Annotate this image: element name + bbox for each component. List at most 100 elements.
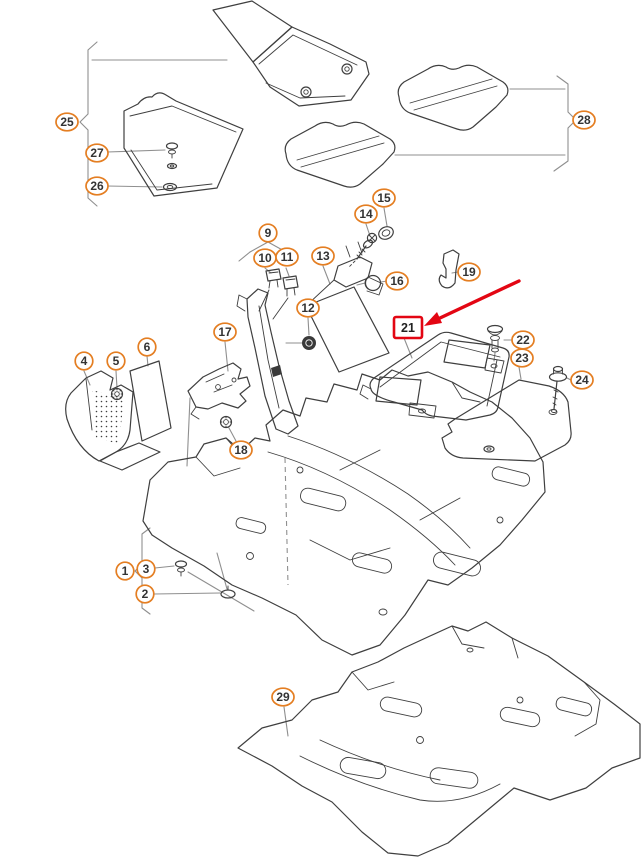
callout-bubble (510, 348, 534, 368)
callout-number: 15 (377, 191, 391, 205)
leader-26 (106, 185, 163, 188)
callout-number: 28 (577, 113, 591, 127)
mat-grommet (162, 182, 178, 192)
callout-17[interactable]: 17 (213, 322, 237, 342)
callout-bubble (213, 322, 237, 342)
leader-23 (518, 366, 522, 380)
callout-bubble (106, 351, 126, 371)
part-insulation-mat-23 (441, 379, 572, 462)
leader-18 (228, 427, 237, 442)
callout-number: 2 (142, 587, 149, 601)
part-hook-clip-19 (438, 249, 460, 289)
callout-bubble (354, 204, 378, 224)
callout-5[interactable]: 5 (106, 351, 126, 371)
callout-bubble (55, 112, 79, 132)
callout-number: 11 (281, 250, 294, 264)
callout-9[interactable]: 9 (258, 223, 278, 243)
part-footrest-pedal (65, 370, 161, 471)
callout-27[interactable]: 27 (85, 143, 109, 163)
callout-24[interactable]: 24 (570, 370, 594, 390)
callout-bubble (311, 246, 335, 266)
mat-clip-hole (341, 63, 353, 75)
callouts: 25 27 26 28 14 15 9 10 11 13 16 19 12 17… (55, 110, 596, 707)
callout-15[interactable]: 15 (372, 188, 396, 208)
callout-13[interactable]: 13 (311, 246, 335, 266)
part-floor-covering-rear (237, 621, 641, 857)
bracket-28 (553, 75, 577, 172)
callout-number: 1 (122, 564, 129, 578)
callout-21-highlighted[interactable]: 21 (392, 315, 424, 340)
callout-29[interactable]: 29 (271, 687, 295, 707)
callout-bubble (229, 440, 253, 460)
callout-10[interactable]: 10 (253, 248, 277, 268)
divider-dashed-line (284, 457, 289, 586)
part-rear-floor-mat-b (284, 121, 396, 188)
callout-number: 26 (90, 179, 104, 193)
callout-28[interactable]: 28 (572, 110, 596, 130)
leader-19 (451, 271, 459, 274)
callout-12[interactable]: 12 (296, 298, 320, 318)
leader-13 (322, 265, 331, 285)
part-footrest-cover-21 (359, 331, 510, 421)
callout-11[interactable]: 11 (275, 247, 299, 267)
part-nut-5 (110, 387, 124, 401)
callout-14[interactable]: 14 (354, 204, 378, 224)
callout-bubble (137, 337, 157, 357)
callout-number: 21 (401, 321, 415, 335)
callout-22[interactable]: 22 (511, 330, 535, 350)
callout-bubble (115, 561, 135, 581)
callout-bubble (275, 247, 299, 267)
callout-bubble (572, 110, 596, 130)
part-clip-11 (272, 275, 299, 320)
callout-number: 14 (359, 207, 373, 221)
leader-11 (285, 267, 290, 277)
highlight-arrow-shaft (438, 279, 521, 320)
callout-bubble (85, 176, 109, 196)
callout-number: 5 (113, 354, 120, 368)
callout-number: 18 (234, 443, 248, 457)
callout-bubble (74, 351, 94, 371)
callout-1[interactable]: 1 (115, 561, 135, 581)
callout-2[interactable]: 2 (135, 584, 155, 604)
callout-26[interactable]: 26 (85, 176, 109, 196)
callout-bubble (136, 559, 156, 579)
bracket-1 (134, 527, 151, 615)
leader-12 (307, 317, 310, 336)
callout-number: 25 (60, 115, 74, 129)
part-front-floor-mat-passenger (123, 92, 244, 197)
leader-21 (403, 337, 413, 359)
callout-6[interactable]: 6 (137, 337, 157, 357)
callout-19[interactable]: 19 (457, 262, 481, 282)
callout-number: 24 (575, 373, 589, 387)
mat-fixing-clip (165, 142, 179, 159)
callout-3[interactable]: 3 (136, 559, 156, 579)
leader-16-part (356, 282, 366, 286)
callout-23[interactable]: 23 (510, 348, 534, 368)
highlight-arrow-head (424, 312, 442, 326)
callout-bubble (271, 687, 295, 707)
part-plug-2 (220, 585, 236, 599)
callout-number: 10 (258, 251, 272, 265)
part-screw-24 (548, 365, 568, 413)
leader-3-install (187, 571, 255, 612)
callout-4[interactable]: 4 (74, 351, 94, 371)
callout-bubble (457, 262, 481, 282)
callout-number: 27 (90, 146, 104, 160)
bracket-25 (79, 41, 98, 207)
leader-2 (153, 592, 221, 595)
callout-25[interactable]: 25 (55, 112, 79, 132)
leader-2-install (216, 552, 228, 590)
callout-bubble (372, 188, 396, 208)
callout-bubble (570, 370, 594, 390)
part-rubber-pad (129, 360, 172, 442)
callout-number: 13 (316, 249, 330, 263)
callout-bubble (85, 143, 109, 163)
callout-bubble (258, 223, 278, 243)
callout-number: 19 (462, 265, 476, 279)
callout-number: 29 (276, 690, 290, 704)
part-clip-3 (174, 560, 188, 577)
callout-16[interactable]: 16 (385, 271, 409, 291)
callout-18[interactable]: 18 (229, 440, 253, 460)
mat-eyelet-ring (166, 162, 178, 170)
